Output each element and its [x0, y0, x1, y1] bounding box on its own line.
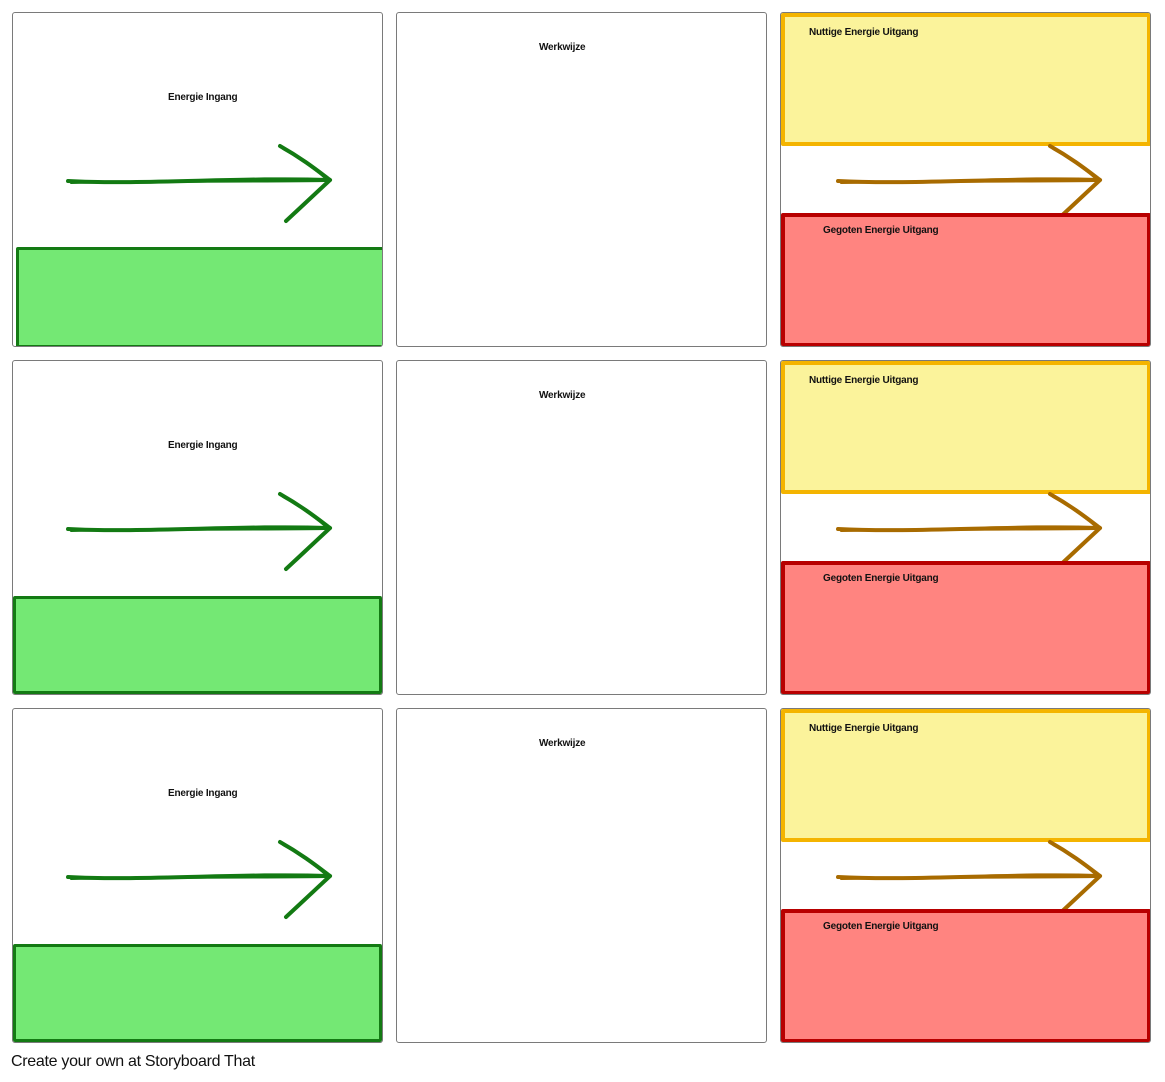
input-answer-box[interactable]	[13, 944, 382, 1042]
wasted-output-box[interactable]	[781, 561, 1150, 694]
right-arrow-icon	[66, 492, 332, 571]
useful-output-label: Nuttige Energie Uitgang	[809, 27, 919, 38]
input-label: Energie Ingang	[168, 440, 238, 451]
wasted-output-label: Gegoten Energie Uitgang	[823, 225, 939, 236]
right-arrow-icon	[66, 144, 332, 223]
wasted-output-label: Gegoten Energie Uitgang	[823, 921, 939, 932]
input-label: Energie Ingang	[168, 788, 238, 799]
method-label: Werkwijze	[539, 42, 586, 53]
output-cell-1[interactable]: Nuttige Energie Uitgang Gegoten Energie …	[780, 12, 1151, 347]
wasted-output-box[interactable]	[781, 909, 1150, 1042]
useful-output-box[interactable]	[781, 361, 1150, 494]
input-cell-3[interactable]: Energie Ingang	[12, 708, 383, 1043]
useful-output-label: Nuttige Energie Uitgang	[809, 375, 919, 386]
output-cell-3[interactable]: Nuttige Energie Uitgang Gegoten Energie …	[780, 708, 1151, 1043]
method-label: Werkwijze	[539, 738, 586, 749]
output-cell-2[interactable]: Nuttige Energie Uitgang Gegoten Energie …	[780, 360, 1151, 695]
footer-credit[interactable]: Create your own at Storyboard That	[11, 1053, 255, 1070]
right-arrow-icon	[66, 840, 332, 919]
method-label: Werkwijze	[539, 390, 586, 401]
method-cell-3[interactable]: Werkwijze	[396, 708, 767, 1043]
wasted-output-label: Gegoten Energie Uitgang	[823, 573, 939, 584]
input-label: Energie Ingang	[168, 92, 238, 103]
wasted-output-box[interactable]	[781, 213, 1150, 346]
useful-output-box[interactable]	[781, 13, 1150, 146]
useful-output-label: Nuttige Energie Uitgang	[809, 723, 919, 734]
right-arrow-icon	[836, 840, 1102, 919]
input-answer-box[interactable]	[13, 596, 382, 694]
input-cell-2[interactable]: Energie Ingang	[12, 360, 383, 695]
useful-output-box[interactable]	[781, 709, 1150, 842]
input-answer-box[interactable]	[16, 247, 382, 346]
method-cell-1[interactable]: Werkwijze	[396, 12, 767, 347]
right-arrow-icon	[836, 492, 1102, 571]
input-cell-1[interactable]: Energie Ingang	[12, 12, 383, 347]
method-cell-2[interactable]: Werkwijze	[396, 360, 767, 695]
